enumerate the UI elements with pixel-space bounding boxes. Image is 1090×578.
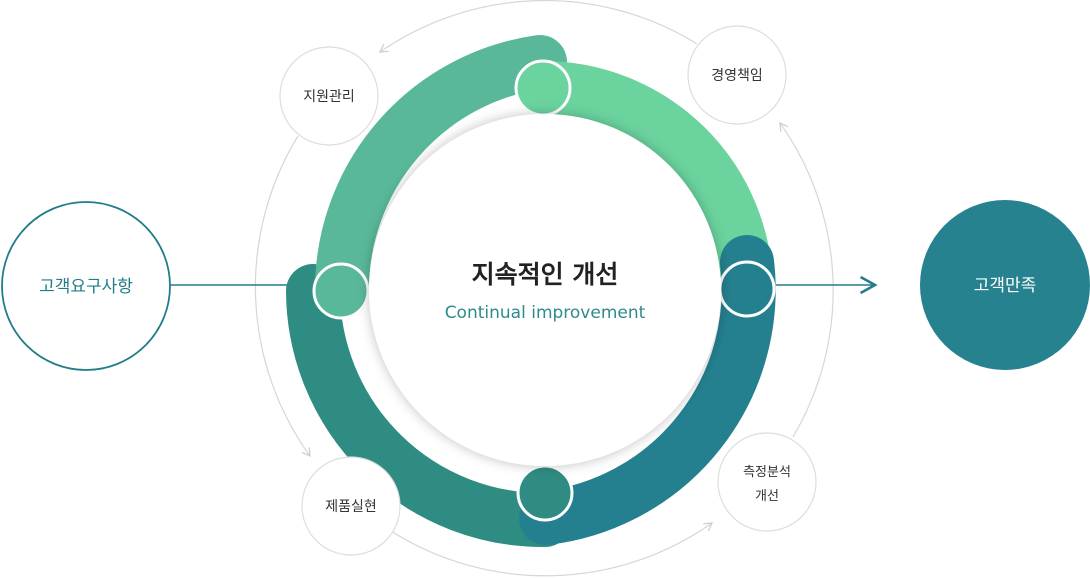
product-node-label: 제품실현 bbox=[325, 499, 377, 515]
input-node bbox=[1, 201, 171, 371]
management-node-label: 경영책임 bbox=[711, 68, 763, 84]
support-node bbox=[279, 46, 379, 146]
curved-arrow-icon bbox=[390, 522, 714, 577]
ring-joint-bottom bbox=[516, 464, 574, 522]
center-title: 지속적인 개선 bbox=[472, 260, 619, 289]
ring-segment-left bbox=[314, 35, 567, 319]
ring-joint-right bbox=[718, 260, 776, 318]
ring-joint-top bbox=[514, 59, 572, 117]
ring-joint-left bbox=[312, 262, 370, 320]
center-subtitle: Continual improvement bbox=[445, 303, 646, 323]
input-node-label: 고객요구사항 bbox=[39, 277, 133, 297]
curved-arrow-icon bbox=[254, 135, 311, 458]
output-node-label: 고객만족 bbox=[974, 276, 1037, 296]
management-node bbox=[687, 25, 787, 125]
support-node-label: 지원관리 bbox=[303, 89, 355, 105]
center-disc bbox=[369, 114, 721, 466]
improvement-ring bbox=[286, 35, 776, 548]
product-node bbox=[301, 456, 401, 556]
measurement-node-label-line1: 측정분석 bbox=[743, 465, 791, 480]
measurement-node bbox=[717, 432, 817, 532]
curved-arrow-icon bbox=[779, 121, 834, 438]
ring-segment-bottom bbox=[286, 264, 572, 548]
curved-arrow-icon bbox=[378, 0, 698, 53]
output-node bbox=[920, 200, 1090, 370]
cycle-arrows bbox=[254, 0, 834, 577]
measurement-node-label-line2: 개선 bbox=[755, 489, 779, 504]
